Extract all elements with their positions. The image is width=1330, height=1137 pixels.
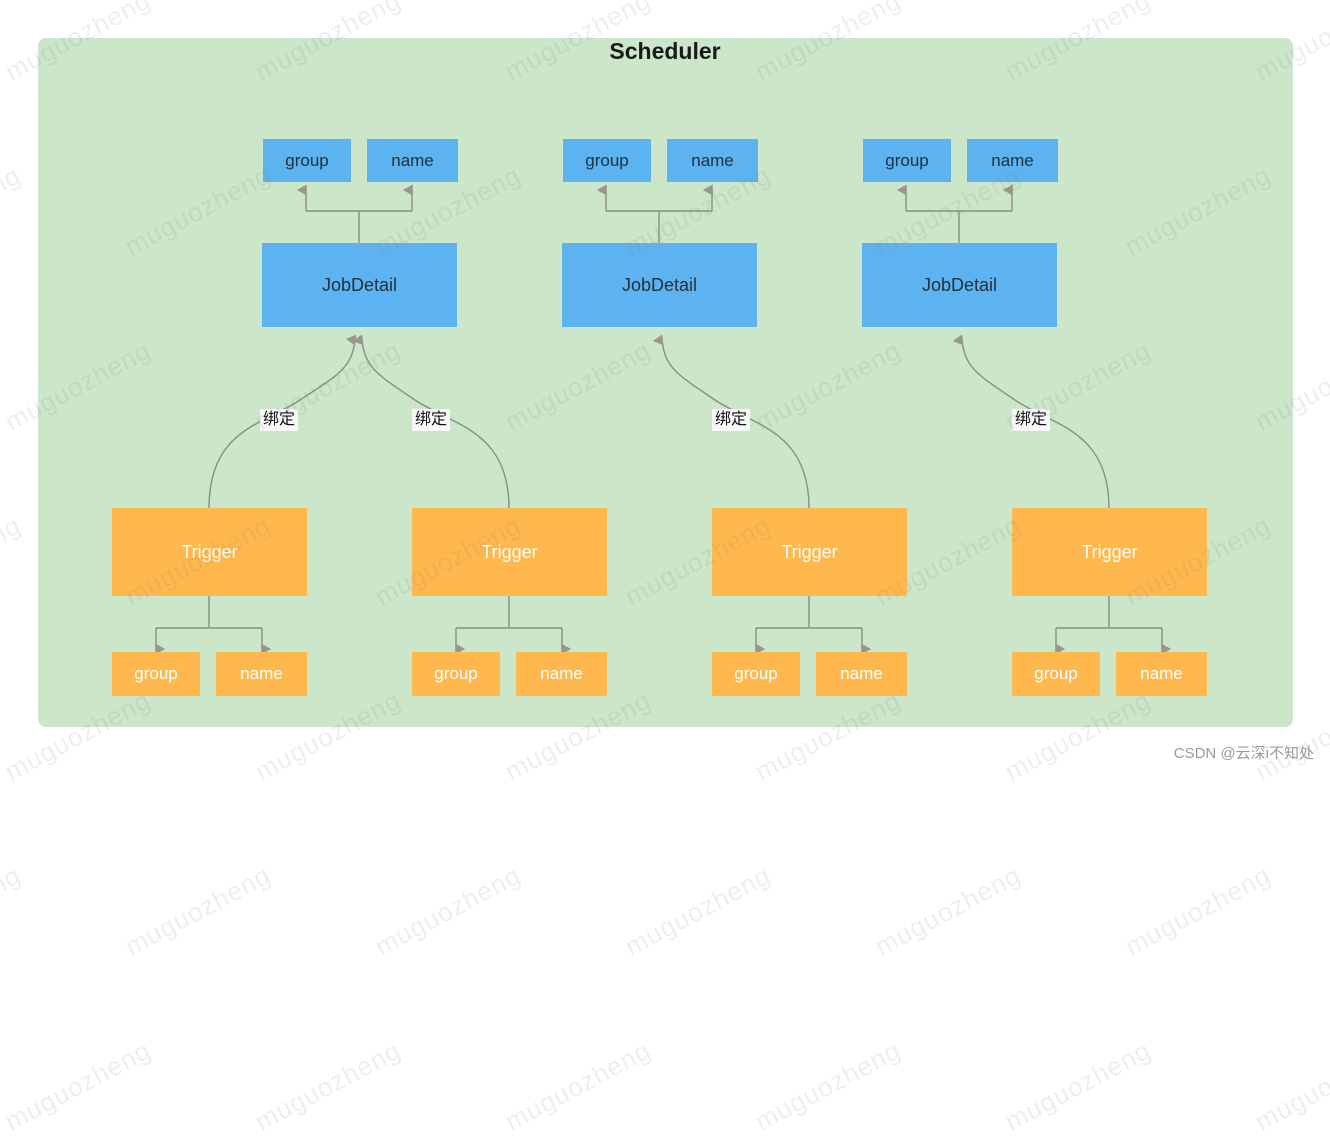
job3-name-label: name	[991, 150, 1034, 170]
page-title: Scheduler	[609, 38, 721, 64]
scheduler-panel	[38, 38, 1293, 727]
trigger4-name-box[interactable]: name	[1116, 652, 1207, 696]
trigger1-group-label: group	[134, 664, 178, 683]
job3-group-label: group	[885, 150, 929, 170]
trigger4-name-label: name	[1140, 664, 1183, 683]
trigger3-group-box[interactable]: group	[712, 652, 800, 696]
job2-group-label: group	[585, 150, 629, 170]
job1-jobdetail-box[interactable]: JobDetail	[262, 243, 457, 327]
job3-group-box[interactable]: group	[863, 139, 951, 182]
job2-name-label: name	[691, 150, 734, 170]
job3-jobdetail-label: JobDetail	[921, 274, 998, 295]
job1-group-box[interactable]: group	[263, 139, 351, 182]
watermark-text: muguozheng	[620, 859, 776, 962]
trigger1-name-box[interactable]: name	[216, 652, 307, 696]
watermark-text: muguozheng	[0, 859, 26, 962]
trigger1-label: Trigger	[181, 541, 238, 562]
trigger2-group-label: group	[434, 664, 478, 683]
watermark-text: muguozheng	[0, 1034, 156, 1137]
binding-label-trigger4: 绑定	[1012, 409, 1051, 431]
watermark-text: muguozheng	[750, 1034, 906, 1137]
trigger2-label: Trigger	[481, 541, 538, 562]
binding-label-trigger1: 绑定	[260, 409, 299, 431]
footer-credit: CSDN @云深i不知处	[1173, 745, 1314, 762]
trigger4-label: Trigger	[1081, 541, 1138, 562]
trigger3-label: Trigger	[781, 541, 838, 562]
trigger2-group-box[interactable]: group	[412, 652, 500, 696]
trigger1-box[interactable]: Trigger	[112, 508, 307, 596]
job1-name-box[interactable]: name	[367, 139, 458, 182]
watermark-text: muguozheng	[500, 1034, 656, 1137]
trigger2-box[interactable]: Trigger	[412, 508, 607, 596]
watermark-text: muguozheng	[870, 859, 1026, 962]
job1-jobdetail-label: JobDetail	[321, 274, 398, 295]
trigger4-group-box[interactable]: group	[1012, 652, 1100, 696]
trigger4-box[interactable]: Trigger	[1012, 508, 1207, 596]
trigger2-name-box[interactable]: name	[516, 652, 607, 696]
job3-name-box[interactable]: name	[967, 139, 1058, 182]
job2-jobdetail-box[interactable]: JobDetail	[562, 243, 757, 327]
watermark-text: muguozheng	[370, 859, 526, 962]
trigger1-name-label: name	[240, 664, 283, 683]
trigger3-group-label: group	[734, 664, 778, 683]
job3-jobdetail-box[interactable]: JobDetail	[862, 243, 1057, 327]
trigger3-name-label: name	[840, 664, 883, 683]
trigger3-name-box[interactable]: name	[816, 652, 907, 696]
watermark-text: muguozheng	[1000, 1034, 1156, 1137]
job2-jobdetail-label: JobDetail	[621, 274, 698, 295]
job1-group-label: group	[285, 150, 329, 170]
watermark-text: muguozheng	[0, 159, 26, 262]
trigger3-box[interactable]: Trigger	[712, 508, 907, 596]
job2-name-box[interactable]: name	[667, 139, 758, 182]
watermark-text: muguozheng	[1120, 859, 1276, 962]
job1-name-label: name	[391, 150, 434, 170]
watermark-text: muguozheng	[0, 509, 26, 612]
trigger2-name-label: name	[540, 664, 583, 683]
binding-label-trigger3: 绑定	[712, 409, 751, 431]
watermark-text: muguozheng	[250, 1034, 406, 1137]
binding-label-trigger2: 绑定	[412, 409, 451, 431]
watermark-text: muguozheng	[1250, 1034, 1330, 1137]
job2-group-box[interactable]: group	[563, 139, 651, 182]
trigger4-group-label: group	[1034, 664, 1078, 683]
watermark-text: muguozheng	[120, 859, 276, 962]
trigger1-group-box[interactable]: group	[112, 652, 200, 696]
